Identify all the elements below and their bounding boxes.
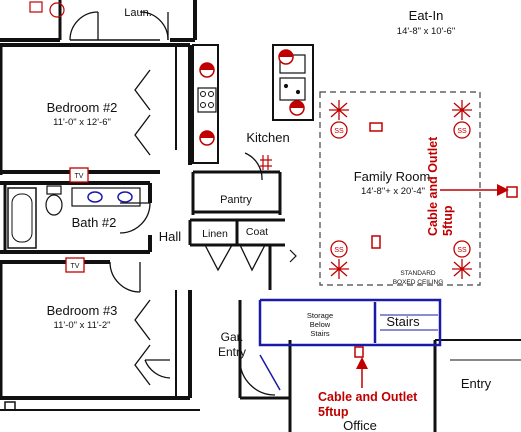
cable-outlet-callout-bottom-line2: 5ftup bbox=[318, 405, 349, 419]
toilet-icon bbox=[45, 185, 63, 216]
room-dims-eat-in: 14'-8" x 10'-6" bbox=[397, 26, 455, 37]
stove-icon bbox=[197, 87, 217, 113]
door-swing-icon bbox=[69, 11, 276, 396]
room-label-garage-entry-1: Gar. bbox=[221, 330, 244, 344]
ceiling-note-line1: STANDARD bbox=[400, 270, 436, 277]
room-label-entry: Entry bbox=[461, 376, 492, 391]
room-label-garage-entry-2: Entry bbox=[218, 345, 246, 359]
stairs-outline bbox=[258, 298, 442, 391]
room-label-bedroom2: Bedroom #2 bbox=[47, 100, 118, 115]
switch-icon bbox=[260, 155, 297, 263]
room-label-bath2: Bath #2 bbox=[72, 215, 117, 230]
tv-icon bbox=[65, 167, 89, 273]
kitchen-island-fixtures bbox=[279, 54, 306, 101]
svg-text:SS: SS bbox=[334, 247, 344, 254]
cable-outlet-callout-vertical-line2: 5ftup bbox=[441, 205, 455, 236]
bathtub-icon bbox=[7, 187, 37, 249]
room-label-kitchen: Kitchen bbox=[246, 130, 289, 145]
room-label-bedroom3: Bedroom #3 bbox=[47, 303, 118, 318]
stair-treads bbox=[380, 314, 438, 331]
storage-label-line3: Stairs bbox=[310, 329, 329, 338]
room-label-coat: Coat bbox=[246, 226, 268, 238]
cable-outlet-callout-vertical-line1: Cable and Outlet bbox=[426, 136, 440, 236]
room-dims-bedroom2: 11'-0" x 12'-6" bbox=[53, 117, 111, 128]
svg-text:SS: SS bbox=[457, 247, 467, 254]
storage-label-line1: Storage bbox=[307, 311, 333, 320]
outlet-icon bbox=[354, 122, 518, 358]
room-label-linen: Linen bbox=[202, 228, 228, 240]
tv-label-bottom: TV bbox=[71, 263, 80, 270]
cable-outlet-callout-bottom-line1: Cable and Outlet bbox=[318, 390, 418, 404]
boxed-ceiling-outline bbox=[319, 91, 481, 286]
room-label-stairs: Stairs bbox=[386, 314, 420, 329]
laundry-fixtures bbox=[29, 1, 65, 18]
closet-bifold-doors bbox=[134, 69, 151, 386]
svg-text:SS: SS bbox=[334, 128, 344, 135]
room-label-family-room: Family Room bbox=[354, 169, 431, 184]
tv-label-top: TV bbox=[75, 173, 84, 180]
room-label-hall: Hall bbox=[159, 229, 182, 244]
sink-icon bbox=[71, 187, 141, 207]
svg-text:SS: SS bbox=[457, 128, 467, 135]
room-label-laundry: Laun. bbox=[124, 7, 152, 19]
room-label-office: Office bbox=[343, 418, 377, 432]
speaker-icon bbox=[329, 100, 472, 279]
ceiling-note-line2: BOXED CEILING bbox=[393, 279, 444, 286]
room-dims-family-room: 14'-8"+ x 20'-4" bbox=[361, 186, 425, 197]
room-label-pantry: Pantry bbox=[220, 194, 252, 206]
speaker-labels: SS SS SS SS bbox=[334, 128, 467, 254]
room-dims-bedroom3: 11'-0" x 11'-2" bbox=[53, 320, 110, 331]
storage-label-line2: Below bbox=[310, 320, 331, 329]
room-label-eat-in: Eat-In bbox=[409, 8, 444, 23]
light-fixture-icon bbox=[199, 49, 305, 146]
